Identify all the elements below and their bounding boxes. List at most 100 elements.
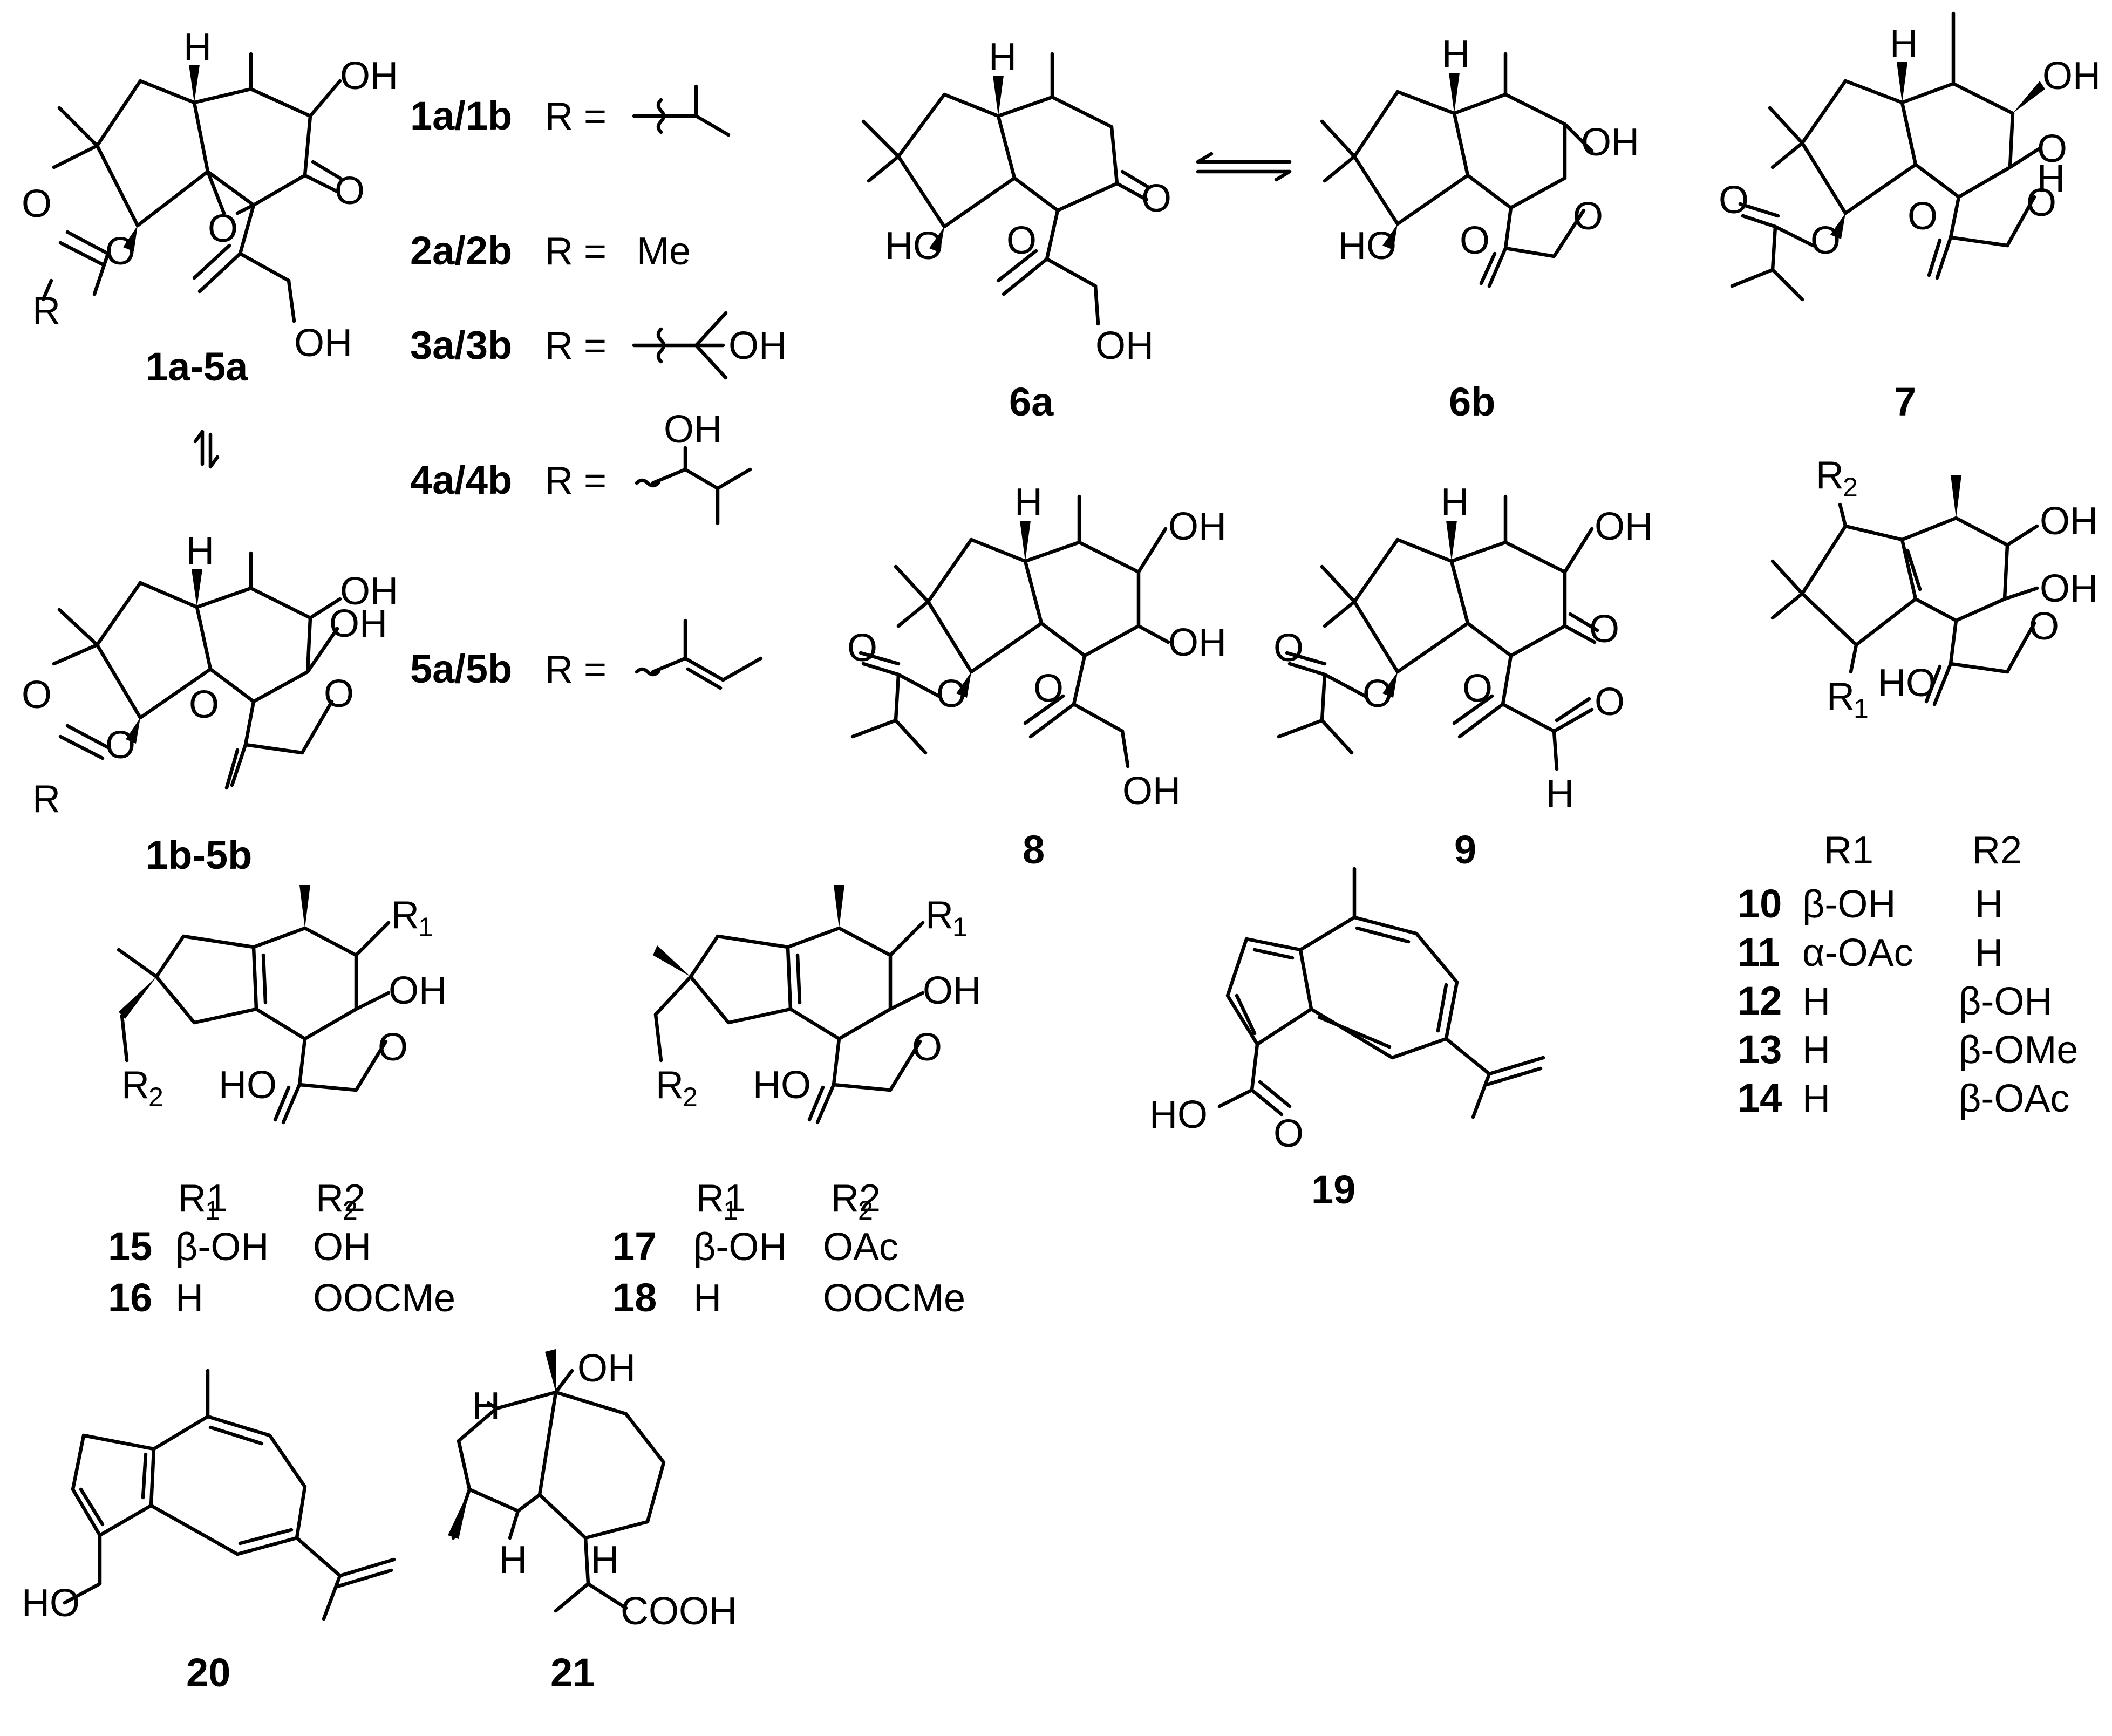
- bond: [486, 1401, 499, 1411]
- atom-subscript: 2: [1843, 472, 1858, 502]
- bond: [1252, 948, 1295, 960]
- bond: [230, 743, 248, 787]
- table-row: 11 α-OAc H: [1738, 930, 2003, 975]
- bond: [1487, 246, 1508, 288]
- table-row: 14 H β-OAc: [1738, 1075, 2069, 1120]
- bond: [861, 119, 901, 159]
- atom-r: R: [1827, 675, 1855, 718]
- r-equals: R =: [545, 95, 607, 138]
- wedge-bond: [2013, 81, 2045, 113]
- bond: [1471, 1072, 1491, 1119]
- bond: [686, 667, 723, 690]
- wedge-bond: [1382, 224, 1398, 250]
- bond: [1927, 238, 1942, 277]
- atom-oh: OH: [2040, 500, 2098, 543]
- bond: [1563, 122, 1594, 153]
- bond: [251, 926, 358, 1041]
- bond: [141, 1452, 148, 1500]
- table-header-r2: R2: [1972, 829, 2022, 872]
- bond: [2005, 524, 2039, 547]
- bond: [867, 154, 901, 183]
- atom-o: O: [105, 724, 135, 767]
- atom-h: H: [1442, 33, 1470, 76]
- bond: [297, 1037, 388, 1092]
- bond: [1250, 1088, 1284, 1117]
- structure-7: H OH O H O O O O 7: [1719, 11, 2101, 424]
- bond: [1800, 524, 1918, 647]
- atom-o: O: [22, 673, 52, 717]
- bond: [1317, 1015, 1392, 1049]
- bond: [322, 1574, 342, 1621]
- atom-o: O: [1033, 667, 1064, 710]
- bond: [894, 672, 901, 723]
- structure-19: HO O 19: [1149, 867, 1545, 1212]
- atom-o: O: [1462, 667, 1493, 710]
- atom-o: O: [1006, 219, 1037, 262]
- compound-label: 1a-5a: [146, 344, 248, 389]
- bond: [303, 173, 339, 194]
- bond: [206, 169, 226, 215]
- wedge-bond: [119, 977, 156, 1019]
- bond: [861, 662, 901, 677]
- wedge-bond: [1951, 475, 1961, 518]
- r1-value: β-OH: [1802, 883, 1896, 926]
- bond: [1277, 718, 1324, 739]
- bond: [1457, 702, 1505, 739]
- atom-h: H: [472, 1385, 500, 1428]
- bond: [896, 672, 941, 698]
- r-def-5: 5a/5b R =: [410, 618, 763, 691]
- r2-value: OOCMe: [823, 1277, 965, 1320]
- table-row: 13 H β-OMe: [1738, 1027, 2078, 1072]
- atom-r: R: [32, 289, 60, 332]
- arrow-head: [1196, 152, 1214, 164]
- bond: [1072, 653, 1087, 706]
- bond: [71, 1433, 156, 1537]
- bond: [1768, 106, 1804, 145]
- bond: [1770, 591, 1804, 620]
- compound-label: 2a/2b: [410, 228, 512, 273]
- bond: [1320, 672, 1327, 723]
- bond: [896, 92, 1017, 229]
- table-header-r1: R1: [1824, 829, 1873, 872]
- table-row: 15 β-OH OH: [108, 1224, 371, 1269]
- atom-subscript: 1: [952, 912, 968, 942]
- bond: [1045, 208, 1060, 261]
- r2-value: H: [1975, 883, 2003, 926]
- bond: [1563, 624, 1597, 644]
- atom-r: R: [32, 778, 60, 821]
- bond: [1479, 251, 1497, 285]
- bond: [238, 1528, 294, 1546]
- bond: [716, 467, 752, 491]
- bond: [238, 203, 256, 256]
- atom-o: O: [324, 672, 354, 716]
- bond: [1501, 653, 1513, 706]
- compound-label: 6a: [1009, 379, 1054, 424]
- bond: [683, 467, 720, 491]
- atom-oh: OH: [1095, 324, 1154, 367]
- bond: [63, 1582, 102, 1605]
- bond: [1900, 81, 2015, 199]
- structure-6a: H O O HO OH 6a: [861, 36, 1171, 424]
- r-group-definitions: 1a/1b R = 2a/2b R = Me 3a/3b R = OH 4a/4…: [410, 84, 787, 691]
- r-def-2: 2a/2b R = Me: [410, 228, 691, 273]
- compound-number: 14: [1738, 1075, 1782, 1120]
- atom-r: R: [656, 1064, 684, 1107]
- atom-o: O: [1589, 608, 1619, 651]
- structure-1b-5b: H OH OH O O O O R 1b-5b: [22, 529, 398, 877]
- r1-value: β-OH: [175, 1226, 269, 1269]
- compound-label: 7: [1894, 379, 1916, 424]
- structure-10-14: R 2 OH OH O HO R 1: [1770, 454, 2098, 724]
- wedge-bond: [126, 718, 140, 744]
- equilibrium-arrow-horizontal: [1196, 152, 1292, 182]
- substituent-table-15-16: R1 1 R2 2 15 β-OH OH 16 H OOCMe: [108, 1177, 455, 1320]
- bond: [1444, 1037, 1491, 1076]
- bond: [52, 643, 99, 666]
- atom-oh: OH: [1581, 121, 1639, 164]
- atom-o: O: [1907, 195, 1938, 238]
- bond: [58, 734, 105, 760]
- bond: [1452, 92, 1567, 210]
- bond: [537, 1390, 666, 1540]
- bond: [1738, 202, 1780, 218]
- table-header-r2: R2: [316, 1177, 365, 1220]
